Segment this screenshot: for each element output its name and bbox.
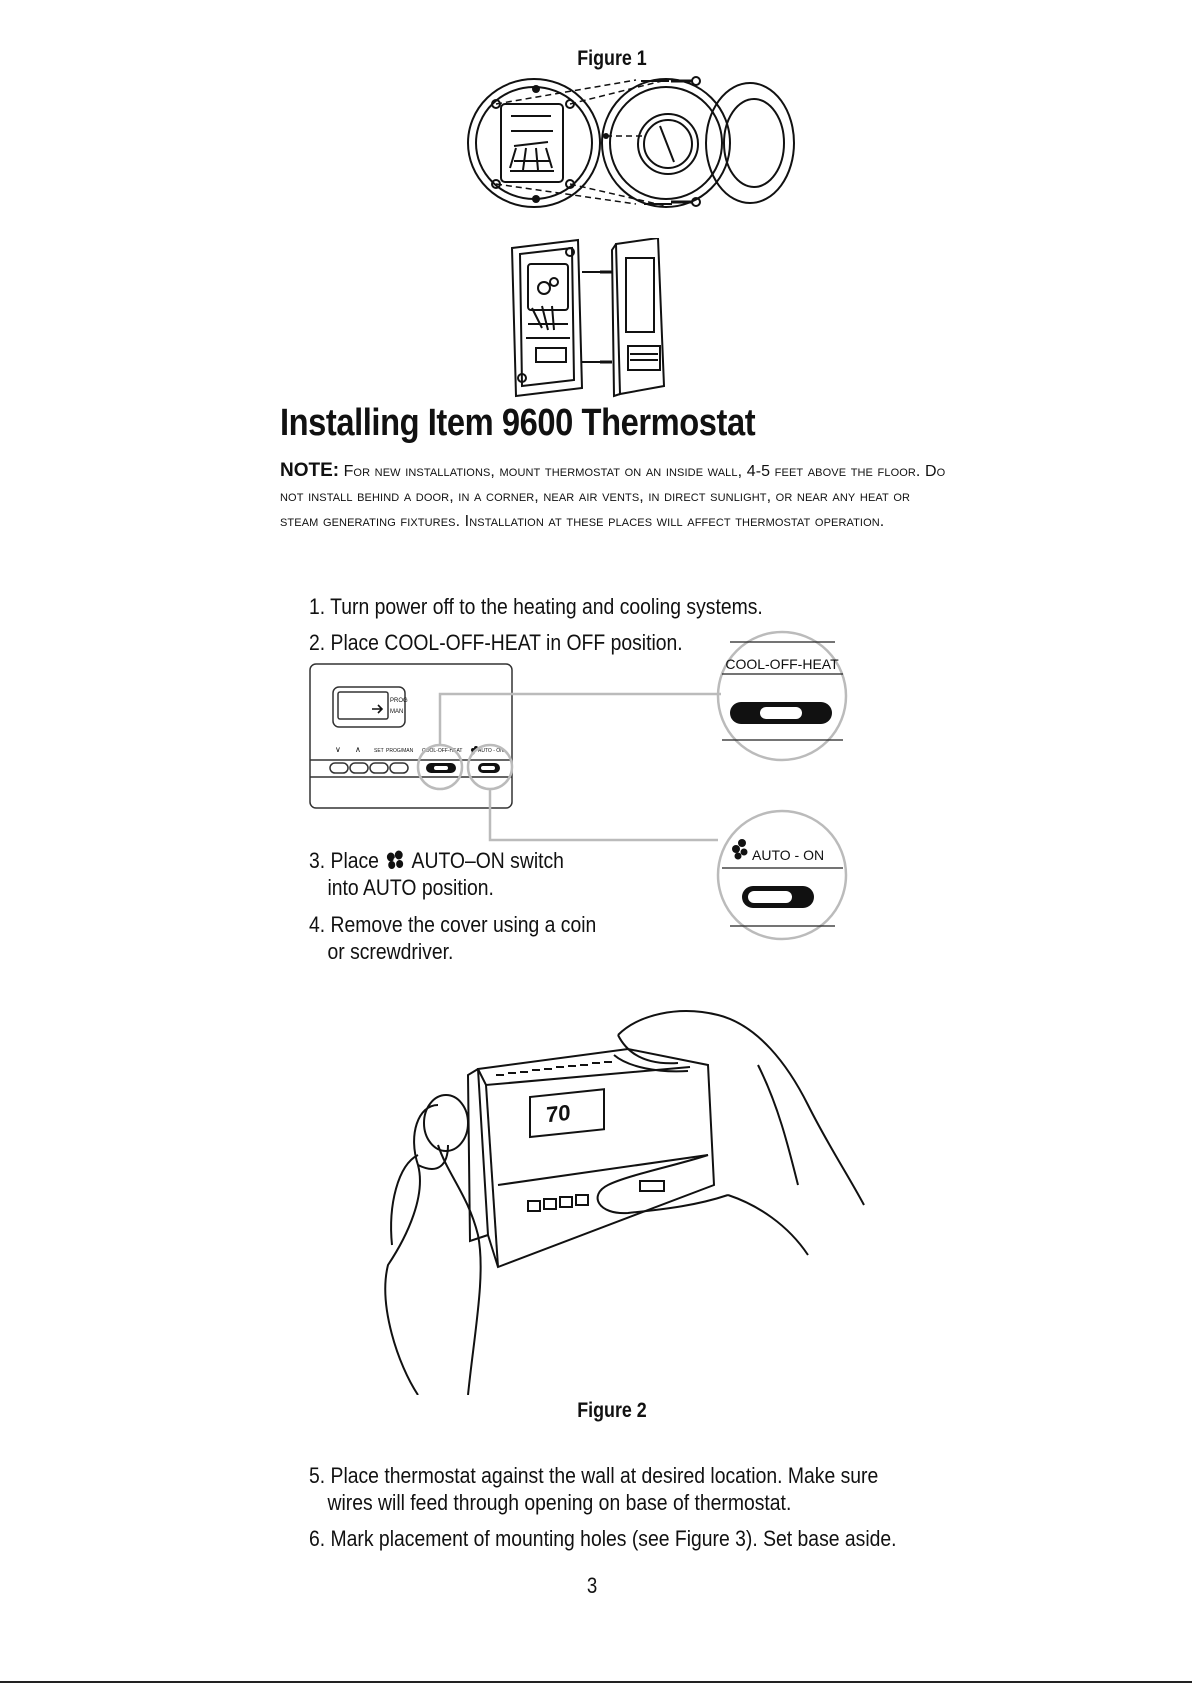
step-5-continuation: wires will feed through opening on base … <box>327 1490 792 1515</box>
note-label: NOTE: <box>280 460 340 481</box>
step-3-text: AUTO–ON switch <box>411 848 564 873</box>
round-thermostat-exploded-illustration <box>467 76 795 208</box>
step-3: 3. Place AUTO–ON switch into AUTO positi… <box>309 847 564 901</box>
hands-removing-cover-illustration: 70 <box>384 1010 865 1395</box>
diagram-label-set: SET <box>374 748 384 754</box>
figure2-caption: Figure 2 <box>577 1399 647 1422</box>
step-1: 1. Turn power off to the heating and coo… <box>309 594 763 619</box>
figure2-display-readout: 70 <box>546 1100 570 1128</box>
diagram-label-prog: PROG <box>390 698 408 704</box>
fan-icon-callout <box>732 839 748 860</box>
step-3-continuation: into AUTO position. <box>327 875 494 900</box>
fan-icon <box>384 849 407 869</box>
step-3-prefix: 3. Place <box>309 848 379 873</box>
diagram-label-autoon-small: AUTO - ON <box>478 748 504 754</box>
figure1-caption: Figure 1 <box>577 47 647 70</box>
diagram-label-down: ∨ <box>335 745 341 754</box>
diagram-label-cooloffheat-small: COOL-OFF-HEAT <box>422 748 462 754</box>
rectangular-thermostat-exploded-illustration <box>510 238 666 398</box>
callout-autoon-label: AUTO - ON <box>752 847 824 863</box>
note-text: For new installations, mount thermostat … <box>280 463 946 530</box>
step-5-text: 5. Place thermostat against the wall at … <box>309 1463 879 1488</box>
diagram-label-man: MAN <box>390 709 403 715</box>
diagram-label-progman: PROG/MAN <box>386 748 414 754</box>
step-6: 6. Mark placement of mounting holes (see… <box>309 1526 897 1551</box>
bottom-rule <box>0 1681 1192 1683</box>
installation-note: NOTE: For new installations, mount therm… <box>280 458 948 534</box>
page-number: 3 <box>586 1573 598 1598</box>
diagram-label-up: ∧ <box>355 745 361 754</box>
step-4-text: 4. Remove the cover using a coin <box>309 912 597 937</box>
step-4: 4. Remove the cover using a coin or scre… <box>309 911 596 965</box>
step-2: 2. Place COOL-OFF-HEAT in OFF position. <box>309 630 683 655</box>
callout-cooloffheat-label: COOL-OFF-HEAT <box>725 656 839 672</box>
thermostat-switch-diagram: PROG MAN ∨ ∧ SET PROG/MAN COOL-OFF-HEAT … <box>309 630 848 941</box>
page-title: Installing Item 9600 Thermostat <box>280 402 756 444</box>
step-4-continuation: or screwdriver. <box>327 939 454 964</box>
step-5: 5. Place thermostat against the wall at … <box>309 1462 878 1516</box>
